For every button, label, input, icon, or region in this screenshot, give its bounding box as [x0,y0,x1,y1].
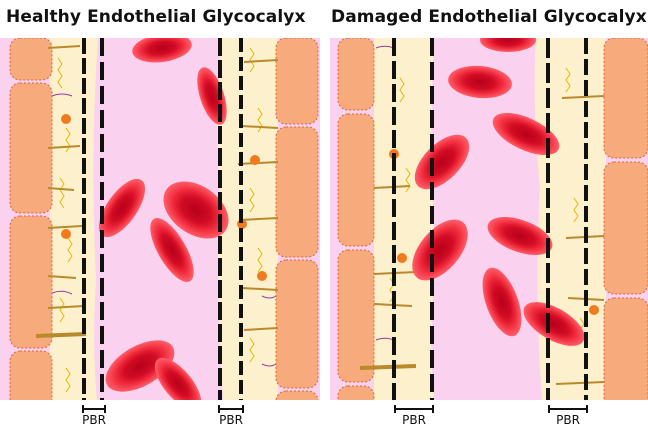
glycocalyx-layer-left [50,38,98,400]
endothelial-cell-icon [604,162,648,294]
orange-nodes-right [589,305,599,315]
pbr-marker-damaged-right: PBR [548,401,588,431]
pbr-marker-healthy-left: PBR [82,401,106,431]
pbr-label: PBR [548,413,588,427]
pbr-label: PBR [218,413,244,427]
endothelial-cell-icon [604,298,648,400]
endothelial-cells-right [276,38,318,400]
damaged-glycocalyx-diagram [330,38,648,400]
endothelial-cell-icon [276,38,318,124]
endothelial-cell-icon [338,38,374,110]
healthy-glycocalyx-diagram [0,38,320,400]
glycocalyx-layer-left [374,38,436,400]
pbr-bracket [218,405,244,413]
endothelial-cell-icon [338,386,374,400]
endothelial-cell-icon [10,216,52,348]
pbr-bracket [394,405,434,413]
endothelial-cell-icon [338,250,374,382]
endothelial-cells-left [10,38,52,400]
endothelial-cells-left [338,38,374,400]
endothelial-cell-icon [10,83,52,213]
endothelial-cell-icon [276,391,318,400]
damaged-panel-title: Damaged Endothelial Glycocalyx [331,7,647,27]
endothelial-cell-icon [10,351,52,400]
pbr-marker-damaged-left: PBR [394,401,434,431]
pbr-bracket [82,405,106,413]
endothelial-cell-icon [10,38,52,80]
pbr-bracket [548,405,588,413]
endothelial-cell-icon [338,114,374,246]
pbr-label: PBR [82,413,106,427]
healthy-panel-title: Healthy Endothelial Glycocalyx [6,7,306,27]
endothelial-cell-icon [604,38,648,158]
pbr-label: PBR [394,413,434,427]
endothelial-cell-icon [276,260,318,388]
pbr-marker-healthy-right: PBR [218,401,244,431]
endothelial-cells-right [604,38,648,400]
endothelial-cell-icon [276,127,318,257]
